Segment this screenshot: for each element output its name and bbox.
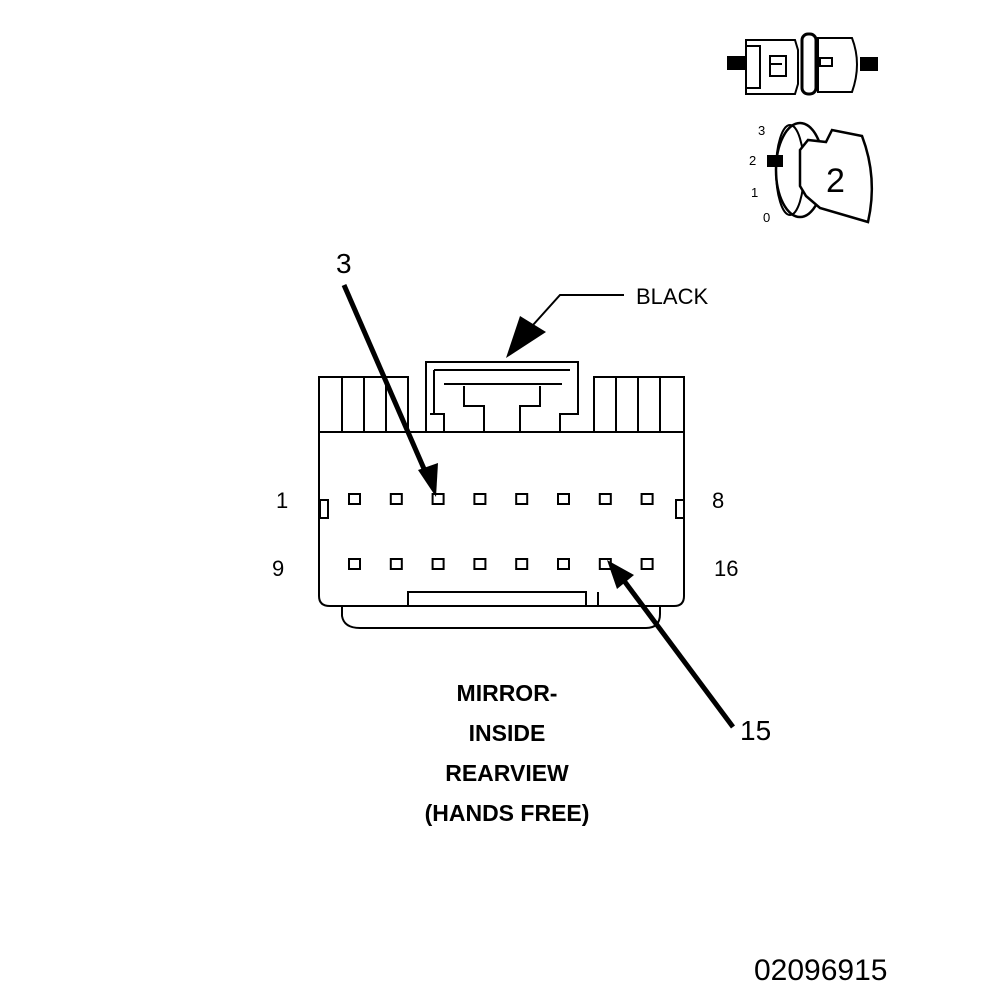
connector-side-view-icon [727,32,878,96]
pin-cavity-11 [431,558,445,570]
connector-body [318,361,685,629]
pin-cavity-7 [598,493,612,505]
pin-cavity-13 [515,558,529,570]
position-level-0: 0 [763,210,771,225]
title-line-2: INSIDE [468,720,546,746]
pin-cavity-3 [431,493,445,505]
callout-arrow-pin-3 [341,284,438,497]
connector-color-label: BLACK [636,284,709,309]
position-level-2: 2 [749,153,757,168]
figure-number: 02096915 [754,954,888,987]
pin-label-16: 16 [714,556,739,581]
pin-cavity-9 [348,558,361,570]
pin-cavity-14 [557,558,570,570]
pin-row-top [348,493,654,505]
connector-position-lock-icon [767,121,874,224]
callout-label-3: 3 [336,248,352,279]
title-line-3: REARVIEW [445,760,569,786]
pin-row-bottom [348,558,654,570]
position-marker [767,155,783,167]
pin-cavity-4 [473,493,487,505]
pin-label-9: 9 [272,556,285,581]
title-line-4: (HANDS FREE) [424,800,590,826]
pin-cavity-12 [473,558,487,570]
pin-label-1: 1 [276,488,289,513]
callout-label-15: 15 [740,715,772,746]
position-level-1: 1 [751,185,759,200]
pin-cavity-6 [557,493,570,505]
pin-cavity-2 [389,493,403,505]
title-line-1: MIRROR- [456,680,558,706]
pin-cavity-16 [640,558,654,570]
pin-cavity-8 [640,493,654,505]
color-leader-arrow [506,294,624,358]
callout-arrow-pin-15 [607,560,736,729]
pin-cavity-5 [515,493,529,505]
pin-cavity-10 [389,558,403,570]
position-level-3: 3 [758,123,766,138]
pin-label-8: 8 [712,488,725,513]
pin-cavity-1 [348,493,361,505]
selected-position: 2 [826,162,845,200]
